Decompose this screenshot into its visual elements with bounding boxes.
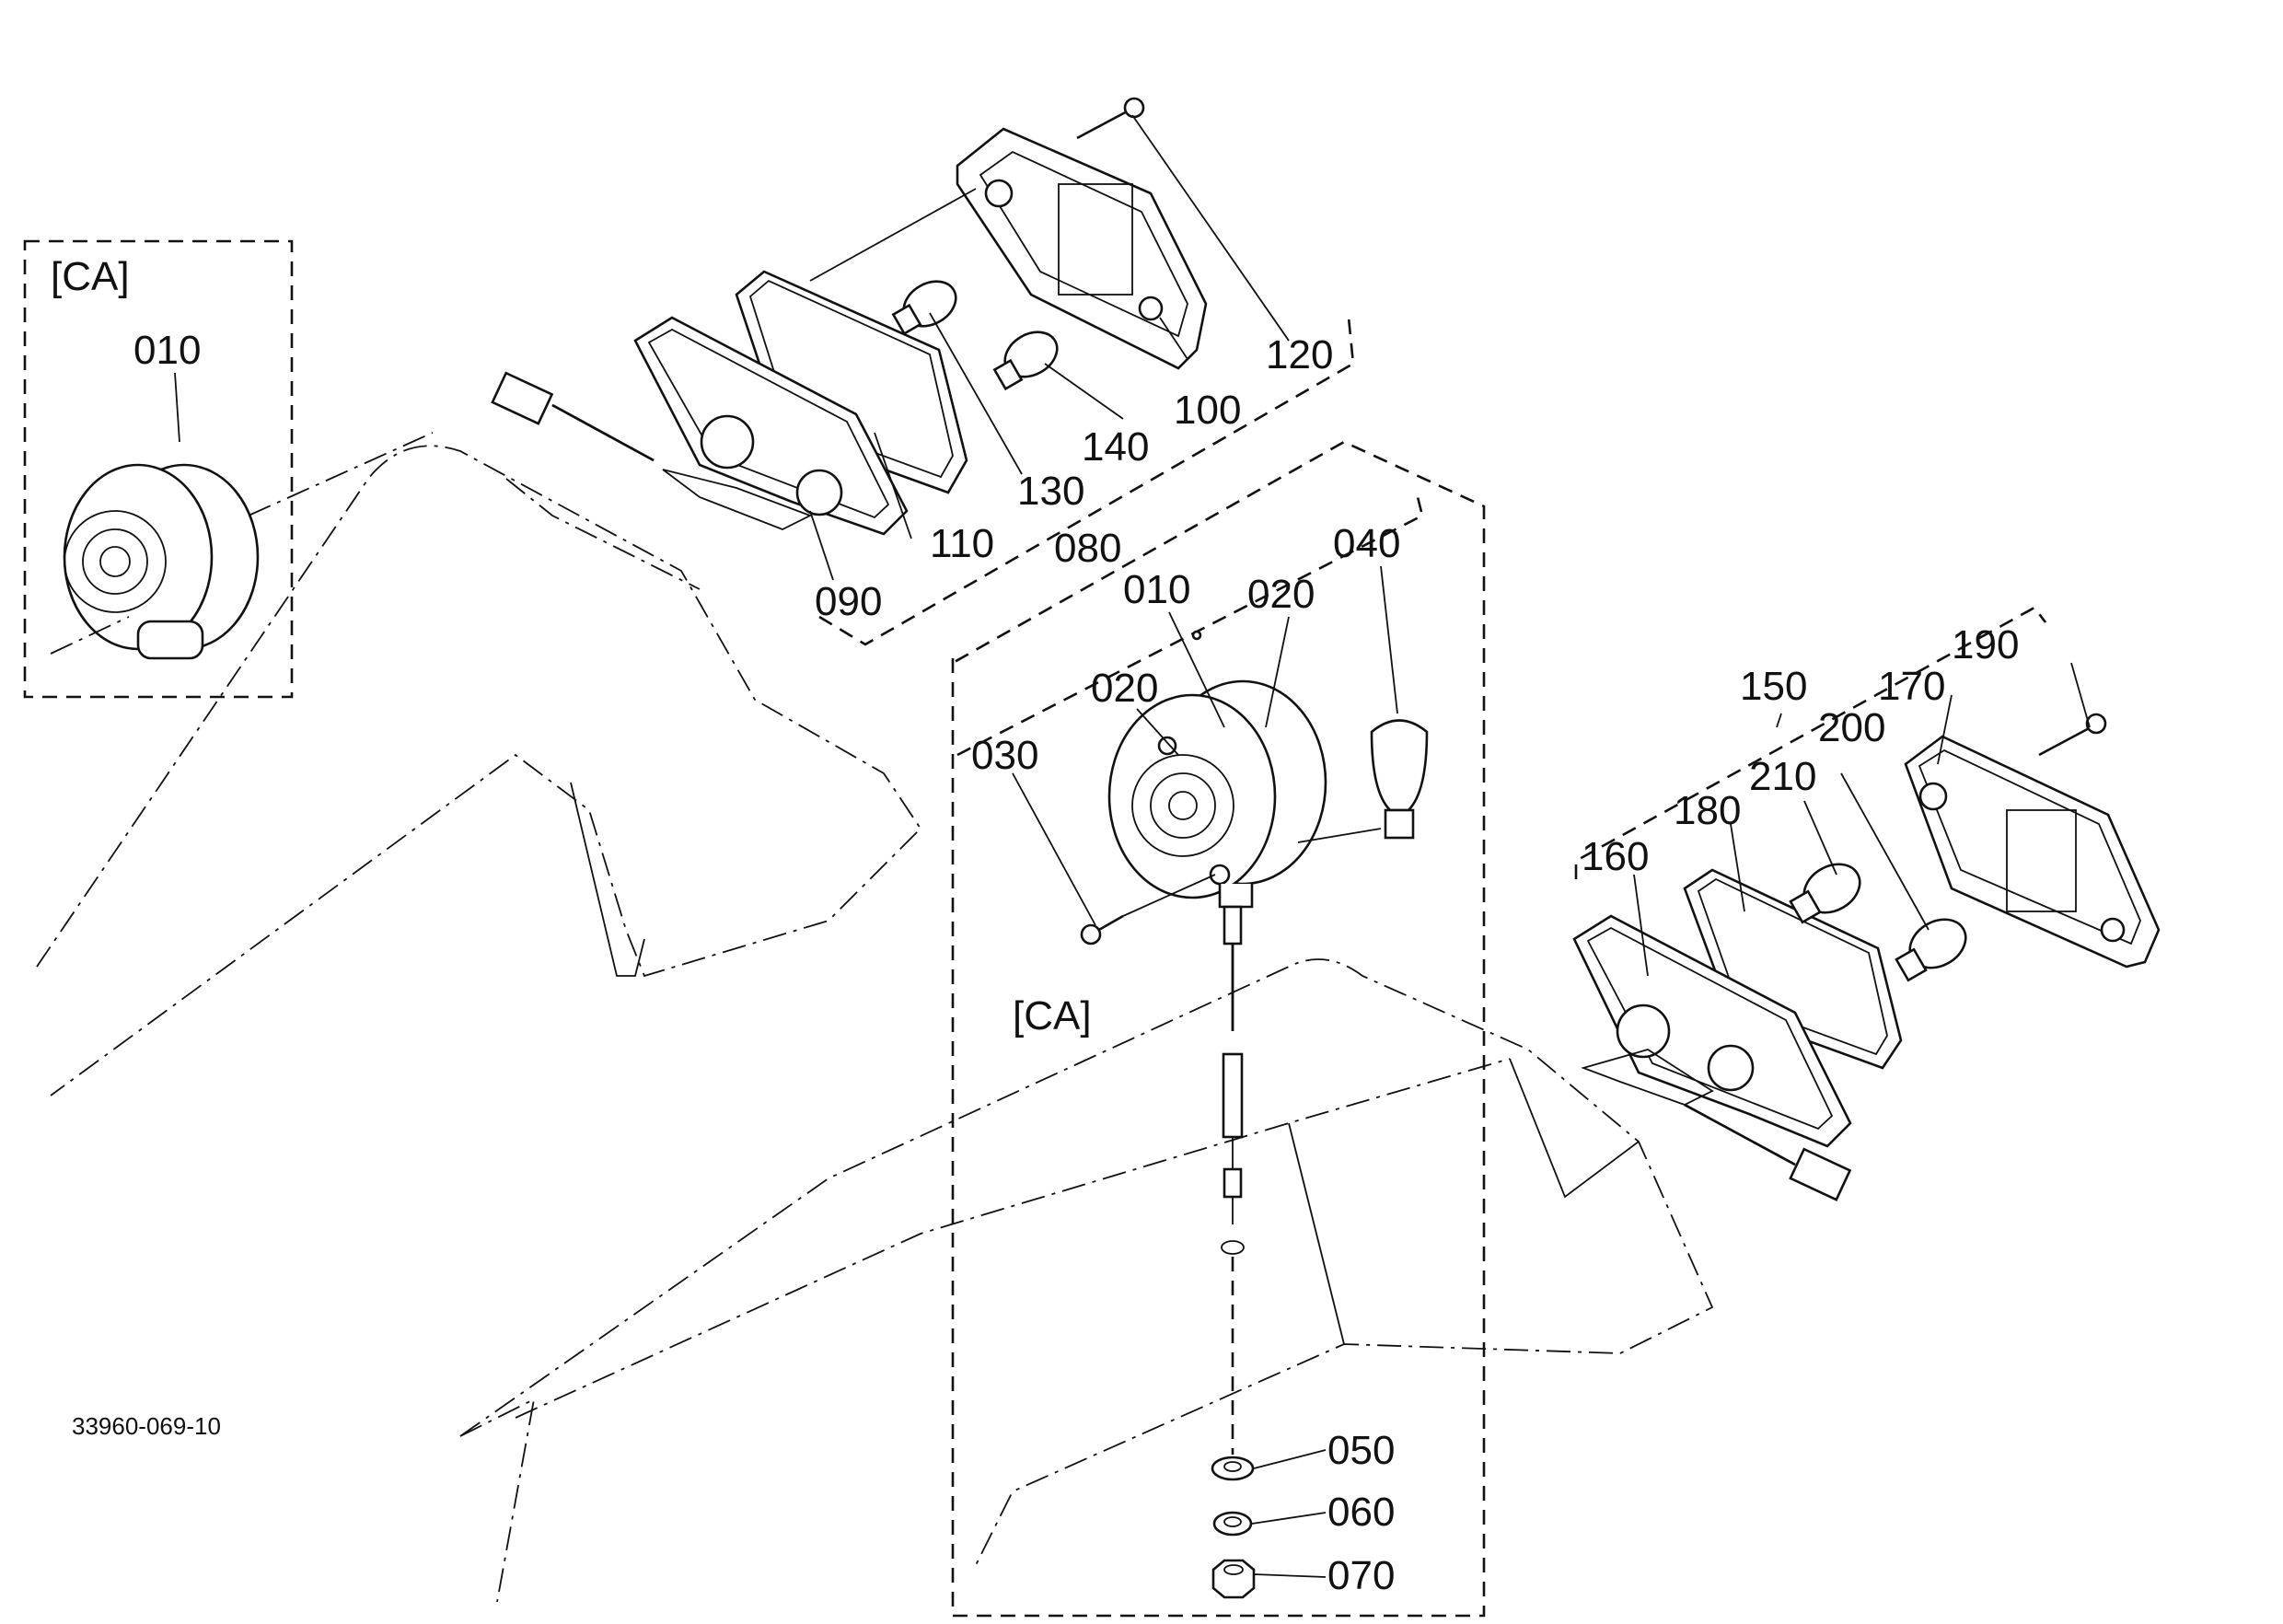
round-lamp-icon: [63, 463, 260, 660]
nut-070-icon: [1211, 1559, 1256, 1599]
part-label-020-left: 020: [1091, 666, 1158, 711]
part-label-010-left: 010: [133, 328, 201, 373]
part-label-130: 130: [1017, 469, 1084, 514]
fender-outline: [36, 445, 1714, 1603]
part-label-020-top: 020: [1247, 572, 1315, 617]
group-outline-150: [1574, 606, 2047, 879]
lamp-body-090: [633, 316, 909, 536]
detail-ref-label-center: [CA]: [1013, 993, 1092, 1038]
group-outline-080: [818, 317, 1355, 646]
figure-code: 33960-069-10: [72, 1412, 221, 1440]
part-label-090: 090: [815, 579, 882, 624]
part-label-200: 200: [1818, 705, 1885, 750]
part-label-140: 140: [1082, 424, 1149, 470]
stud-and-wire-icon: [1221, 905, 1245, 1455]
round-lamp-center-icon: [1107, 679, 1327, 909]
part-label-050: 050: [1327, 1428, 1395, 1473]
part-label-080: 080: [1054, 526, 1121, 571]
part-label-030: 030: [971, 733, 1038, 778]
detail-box-center: [951, 440, 1486, 1618]
detail-box-left: [23, 239, 294, 699]
leader-lines-center: [1136, 611, 1290, 756]
part-label-170: 170: [1878, 664, 1945, 709]
part-label-010-center: 010: [1123, 567, 1190, 612]
bulb-140-icon: [992, 331, 1059, 391]
part-label-070: 070: [1327, 1553, 1395, 1598]
lamp-case-100: [956, 127, 1208, 370]
bulb-040-icon: [1297, 565, 1429, 843]
screw-030-icon: [1012, 772, 1216, 945]
part-label-180: 180: [1674, 788, 1741, 833]
lock-washer-060-icon: [1212, 1511, 1253, 1537]
screw-120-icon: [1076, 97, 1145, 140]
leader-lines-right: [1633, 662, 2091, 977]
lamp-body-160: [1572, 914, 1852, 1148]
part-label-120: 120: [1266, 332, 1333, 377]
bulb-210-icon: [1789, 863, 1861, 924]
screw-190-icon: [2038, 713, 2107, 757]
bulb-130-icon: [891, 280, 957, 336]
wire-harness-upper: [491, 371, 813, 530]
bulb-200-icon: [1895, 918, 1967, 982]
washer-050-icon: [1211, 1456, 1255, 1481]
part-label-190: 190: [1952, 622, 2019, 667]
part-label-160: 160: [1582, 834, 1649, 879]
part-label-150: 150: [1740, 664, 1807, 709]
part-label-040: 040: [1333, 521, 1400, 566]
leader-lines-upper: [809, 114, 1290, 581]
part-label-210: 210: [1749, 754, 1816, 799]
lamp-case-170: [1904, 735, 2161, 969]
part-label-100: 100: [1174, 388, 1241, 433]
part-label-060: 060: [1327, 1490, 1395, 1535]
wire-harness-right: [1581, 1049, 1852, 1201]
detail-ref-label-left: [CA]: [51, 254, 130, 299]
part-label-110: 110: [930, 521, 994, 566]
